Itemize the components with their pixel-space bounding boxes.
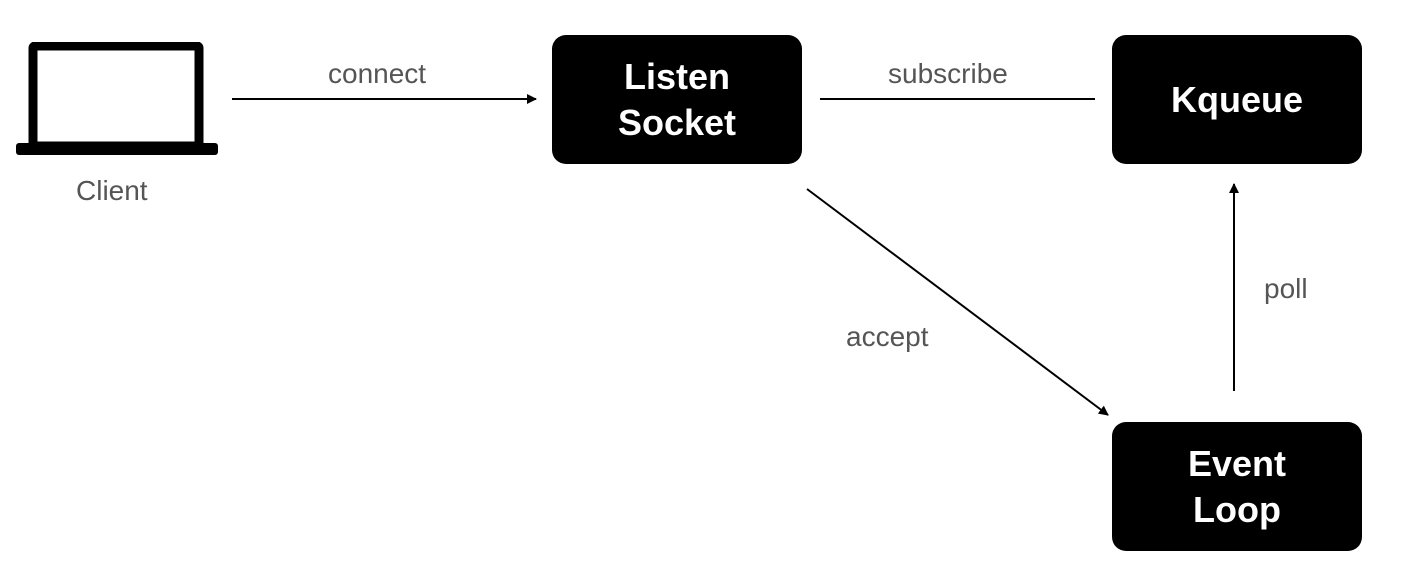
event-loop-node: Event Loop (1112, 422, 1362, 551)
listen-socket-node: Listen Socket (552, 35, 802, 164)
listen-socket-label-line1: Listen (623, 55, 730, 97)
edge-accept (806, 188, 1109, 416)
edge-label-accept: accept (846, 321, 929, 352)
laptop-icon (16, 42, 218, 155)
kqueue-label: Kqueue (1170, 78, 1303, 120)
edge-label-poll: poll (1264, 273, 1308, 304)
kqueue-node: Kqueue (1112, 35, 1362, 164)
edge-label-connect: connect (328, 58, 427, 89)
edge-label-subscribe: subscribe (888, 58, 1008, 89)
event-loop-label-line1: Event (1187, 442, 1287, 484)
client-label: Client (76, 175, 148, 206)
event-loop-label-line2: Loop (1193, 488, 1281, 530)
listen-socket-label-line2: Socket (617, 101, 737, 143)
